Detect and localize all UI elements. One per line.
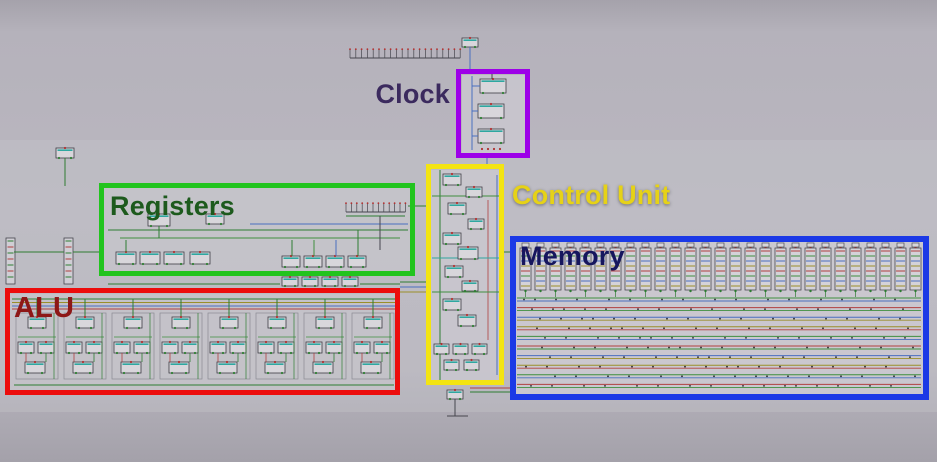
clock-region-outline <box>456 69 530 158</box>
registers-region-outline <box>99 183 415 276</box>
interconnect-wiring <box>5 36 514 417</box>
memory-circuit <box>517 242 922 388</box>
clock-circuit <box>471 70 507 151</box>
memory-region-outline <box>510 236 929 400</box>
memory-label: Memory <box>520 241 625 271</box>
registers-label: Registers <box>110 191 235 221</box>
alu-circuit <box>12 298 396 386</box>
alu-label: ALU <box>14 292 75 324</box>
control-unit-label: Control Unit <box>512 180 671 210</box>
clock-label: Clock <box>375 79 450 109</box>
registers-circuit <box>108 202 408 269</box>
control-unit-region-outline <box>426 164 504 385</box>
alu-region-outline <box>5 288 400 395</box>
control-unit-circuit <box>432 170 500 380</box>
